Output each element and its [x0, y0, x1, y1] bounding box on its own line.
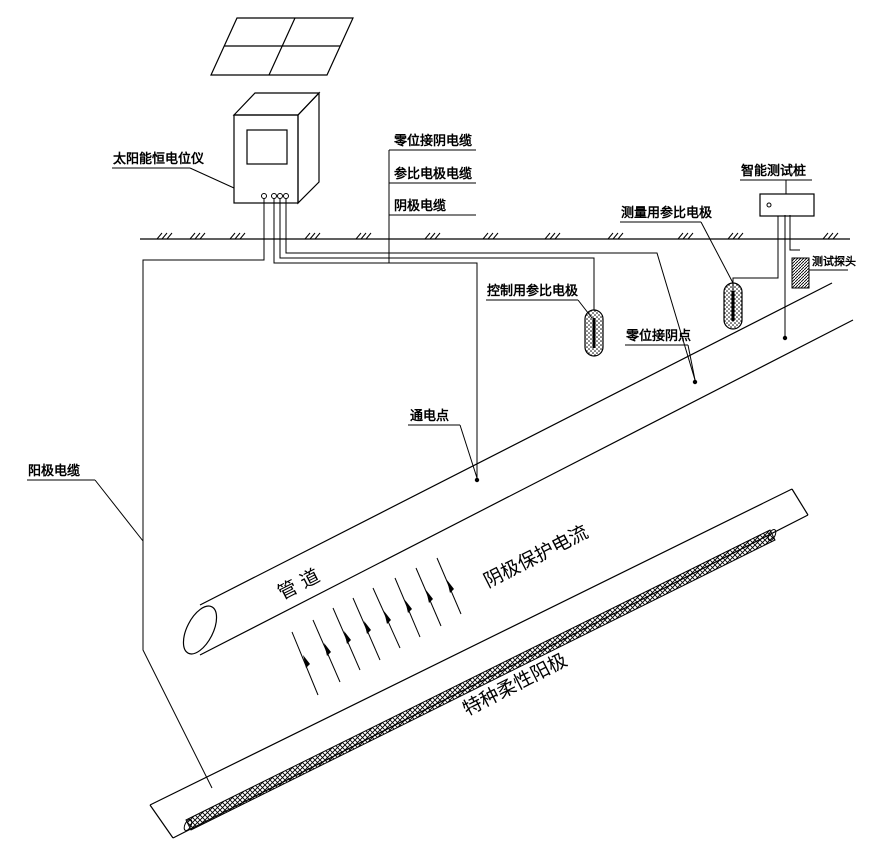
test-lead-dot [782, 335, 788, 341]
pipeline [182, 282, 854, 656]
label-test-probe: 测试探头 [812, 254, 856, 268]
measure-reference-electrode [723, 282, 743, 330]
label-solar-controller: 太阳能恒电位仪 [112, 151, 205, 167]
current-arrow [394, 577, 421, 638]
power-point-dot [474, 477, 480, 483]
anode-trench [149, 488, 809, 839]
current-arrow [415, 567, 442, 627]
label-pipeline: 管 道 [274, 565, 323, 605]
zero-point-dot [692, 379, 698, 385]
control-reference-electrode [584, 309, 604, 357]
cables [142, 149, 800, 789]
solar-panel [210, 17, 354, 76]
test-probe-block [791, 257, 810, 289]
flexible-anode [183, 528, 777, 832]
label-power-point: 通电点 [410, 408, 449, 424]
current-arrow [372, 587, 401, 649]
current-arrow [291, 631, 319, 696]
current-arrow [436, 557, 462, 615]
current-arrows [291, 557, 462, 696]
current-arrow [332, 607, 361, 671]
label-cathode-cable: 阴极电缆 [394, 198, 446, 214]
label-measure-reference: 测量用参比电极 [621, 205, 713, 221]
smart-test-pile [759, 193, 815, 225]
label-anode-cable: 阳极电缆 [28, 463, 80, 479]
label-control-reference: 控制用参比电极 [487, 283, 579, 299]
label-smart-test-pile: 智能测试桩 [741, 163, 806, 179]
ground-surface [140, 232, 850, 240]
current-arrow [312, 619, 341, 683]
potentiostat-box [232, 91, 321, 205]
label-cp-current: 阴极保护电流 [480, 521, 592, 592]
label-zero-cathode-point: 零位接阴点 [625, 328, 691, 344]
label-zero-cathode-cable: 零位接阴电缆 [393, 133, 472, 149]
label-reference-cable: 参比电极电缆 [394, 166, 472, 182]
leader-lines [27, 167, 848, 542]
current-arrow [352, 597, 381, 661]
